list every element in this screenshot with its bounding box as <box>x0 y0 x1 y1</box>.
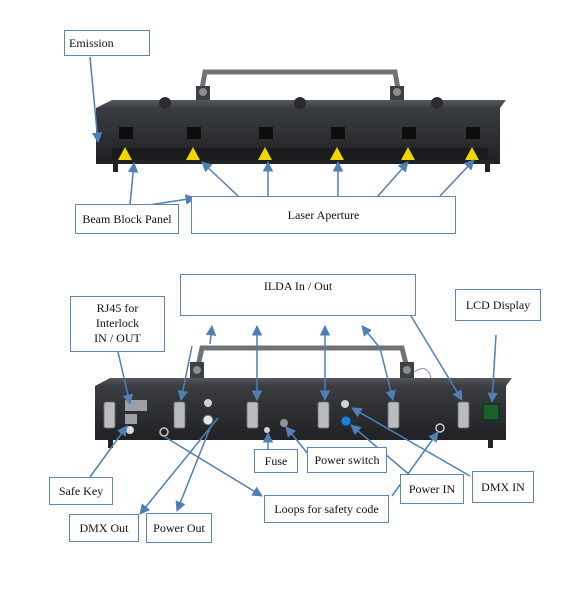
callout-beam-block-panel: Beam Block Panel <box>75 204 179 234</box>
ilda-connectors <box>103 401 470 429</box>
callout-lcd-display-text: LCD Display <box>465 297 531 312</box>
callout-power-switch-text: Power switch <box>314 452 380 467</box>
fuse <box>264 427 270 433</box>
rj45-port <box>125 400 147 411</box>
handle-front <box>197 69 403 101</box>
handle-back <box>192 345 413 381</box>
device-back <box>95 345 512 448</box>
laser-apertures <box>119 127 480 139</box>
warning-icon <box>118 147 132 160</box>
warning-icon <box>465 147 479 160</box>
callout-power-switch: Power switch <box>307 447 387 473</box>
warning-icons <box>118 147 479 160</box>
callout-dmx-out: DMX Out <box>69 514 139 542</box>
callout-ilda-text: ILDA In / Out <box>263 279 333 293</box>
callout-rj45-line2: IN / OUT <box>94 331 141 345</box>
callout-loops: Loops for safety code <box>264 495 389 523</box>
callout-power-out: Power Out <box>146 513 212 543</box>
callout-rj45-line1: RJ45 for Interlock <box>95 301 140 330</box>
callout-lcd-display: LCD Display <box>455 289 541 321</box>
warning-icon <box>330 147 344 160</box>
lcd-screen <box>482 403 500 421</box>
callout-ilda: ILDA In / Out <box>180 274 416 316</box>
callout-dmx-out-text: DMX Out <box>79 520 129 535</box>
arrows-bottom <box>89 315 498 515</box>
warning-icon <box>186 147 200 160</box>
callout-emission-text: Emission <box>69 35 114 50</box>
warning-icon <box>401 147 415 160</box>
callout-laser-aperture-text: Laser Aperture <box>287 207 360 222</box>
callout-power-out-text: Power Out <box>153 520 205 535</box>
callout-emission: Emission <box>64 30 150 56</box>
callout-fuse: Fuse <box>254 449 298 473</box>
callout-safe-key-text: Safe Key <box>58 483 104 498</box>
callout-beam-block-panel-text: Beam Block Panel <box>82 211 172 226</box>
device-front <box>96 69 506 172</box>
callout-laser-aperture: Laser Aperture <box>191 196 456 234</box>
callout-rj45-text: RJ45 for Interlock IN / OUT <box>75 301 160 346</box>
safe-key <box>126 426 134 434</box>
power-switch-knob <box>280 419 288 427</box>
callout-rj45: RJ45 for Interlock IN / OUT <box>70 296 165 352</box>
callout-power-in-text: Power IN <box>408 481 456 496</box>
callout-power-in: Power IN <box>400 474 464 504</box>
callout-loops-text: Loops for safety code <box>274 501 379 516</box>
callout-dmx-in-text: DMX IN <box>481 479 525 494</box>
callout-dmx-in: DMX IN <box>472 471 534 503</box>
callout-safe-key: Safe Key <box>49 477 113 505</box>
chassis-back <box>95 386 506 440</box>
callout-fuse-text: Fuse <box>264 453 288 468</box>
warning-icon <box>258 147 272 160</box>
